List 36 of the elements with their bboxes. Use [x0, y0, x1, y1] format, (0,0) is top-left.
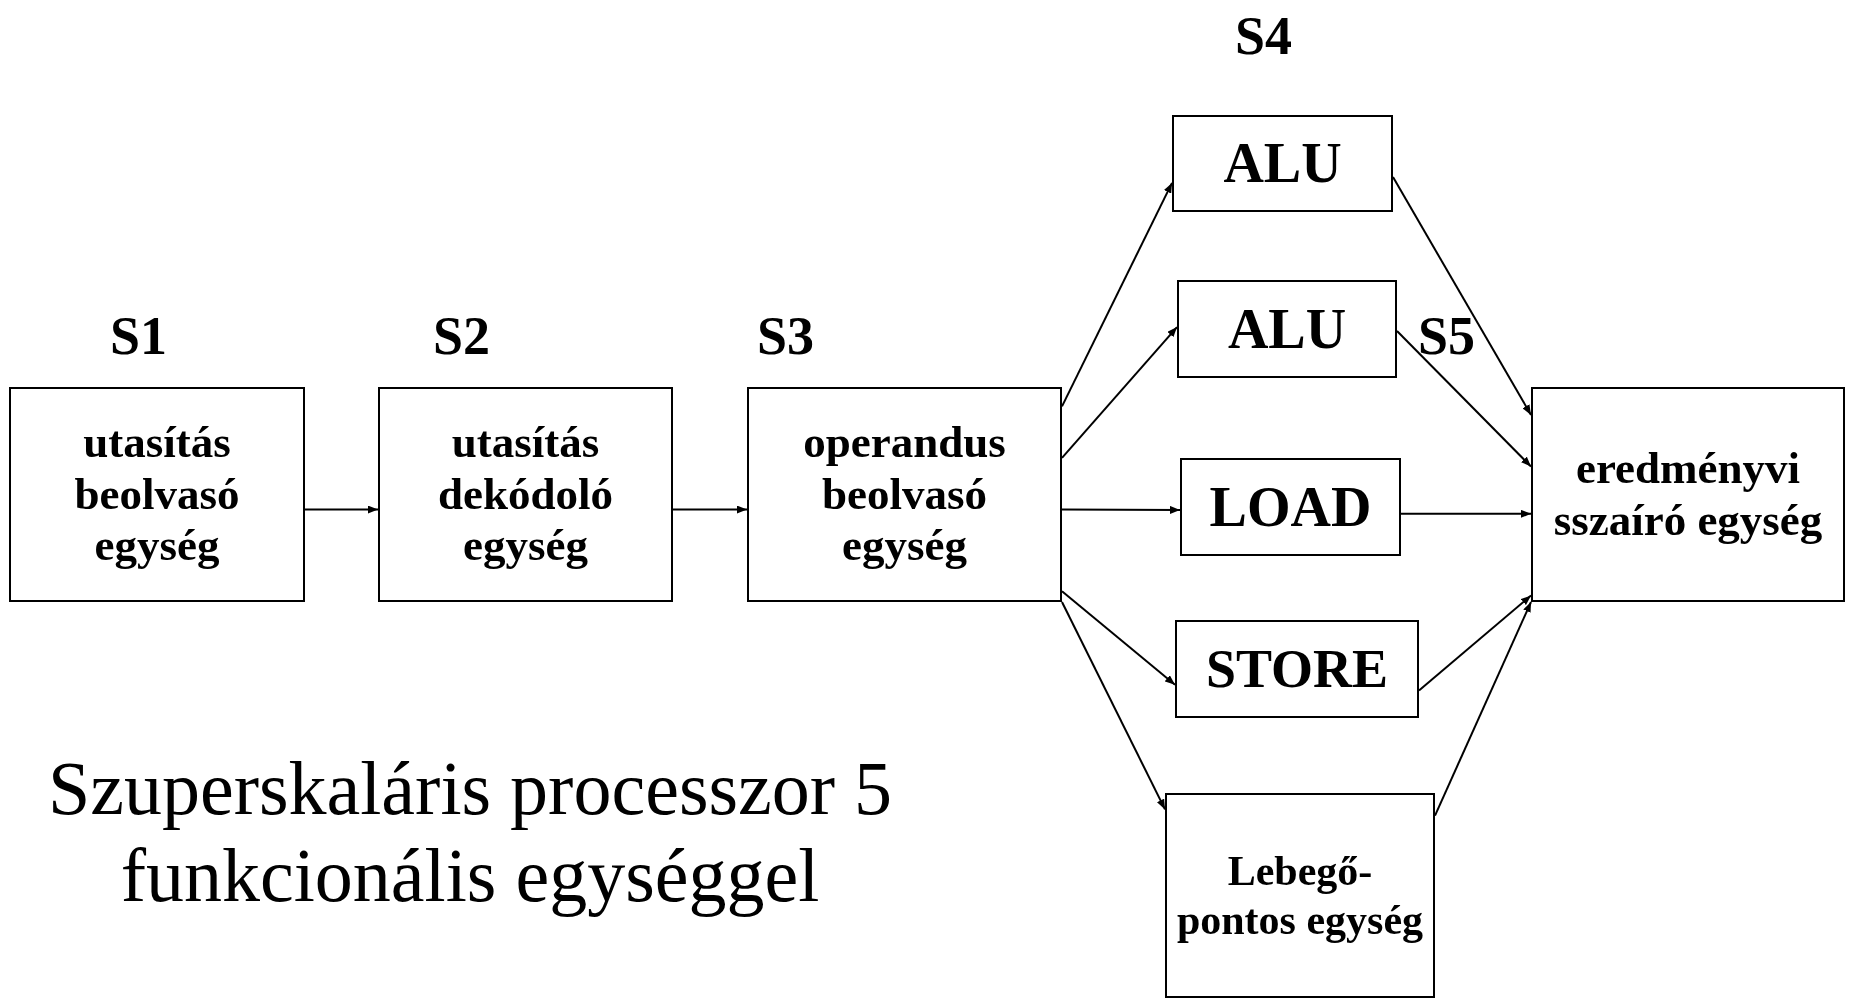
- arrow: [1434, 601, 1532, 817]
- process-box: [1165, 793, 1435, 998]
- stage-label: S2: [433, 305, 491, 367]
- process-box: [747, 387, 1062, 602]
- process-box: [1531, 387, 1845, 602]
- process-box: [1177, 280, 1397, 378]
- process-box: [378, 387, 673, 602]
- arrow: [1418, 594, 1532, 692]
- box-label: operandus beolvasó egység: [802, 416, 1007, 573]
- box-label: ALU: [1226, 296, 1348, 362]
- arrow: [1061, 326, 1178, 459]
- process-box: [1175, 620, 1419, 718]
- box-label: STORE: [1204, 637, 1390, 701]
- process-box: [1180, 458, 1401, 556]
- stage-label: S4: [1235, 5, 1293, 67]
- box-label: eredményvi sszaíró egység: [1552, 442, 1824, 547]
- process-box: [9, 387, 305, 602]
- arrow: [304, 505, 379, 514]
- arrow: [1061, 181, 1173, 408]
- arrow: [1061, 590, 1176, 686]
- box-label: utasítás dekódoló egység: [436, 416, 615, 573]
- box-label: ALU: [1222, 131, 1343, 196]
- arrow: [1061, 601, 1166, 811]
- stage-label: S1: [110, 305, 168, 367]
- process-box: [1172, 115, 1393, 212]
- box-label: LOAD: [1208, 474, 1373, 540]
- box-label: Lebegő-pontos egység: [1175, 847, 1425, 944]
- arrow: [1061, 505, 1181, 514]
- stage-label: S5: [1418, 305, 1476, 367]
- box-label: utasítás beolvasó egység: [73, 416, 241, 573]
- stage-label: S3: [757, 305, 815, 367]
- arrow: [1400, 509, 1532, 518]
- arrow: [1392, 176, 1532, 416]
- arrow: [672, 505, 748, 514]
- arrow: [1396, 329, 1532, 468]
- caption: Szuperskaláris processzor 5 funkcionális egységgel: [46, 745, 894, 920]
